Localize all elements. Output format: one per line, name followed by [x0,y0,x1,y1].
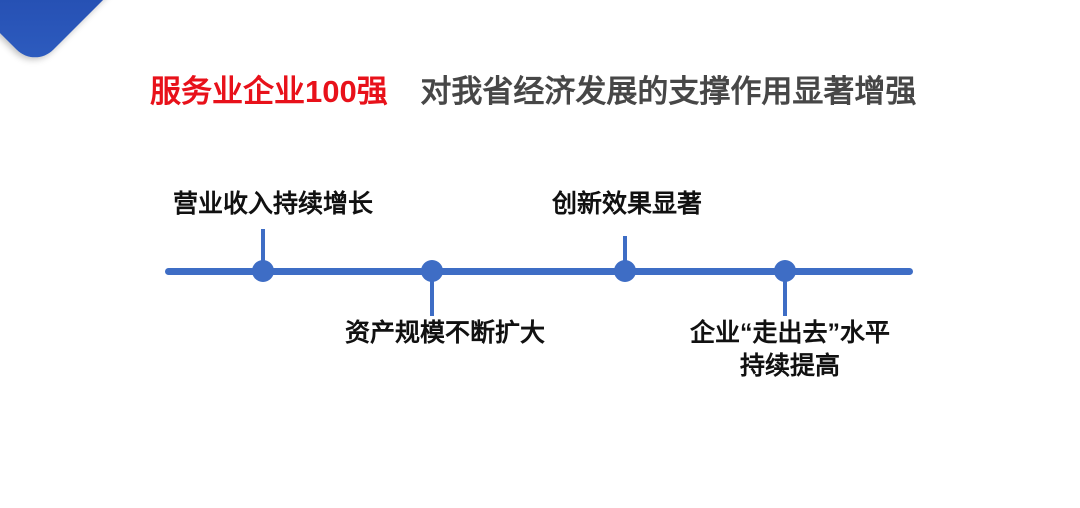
corner-decoration-shape [0,0,142,69]
timeline-label-revenue-growth: 营业收入持续增长 [172,190,374,218]
timeline-dot-4 [774,260,796,282]
title-highlight: 服务业企业100强 [150,74,388,109]
timeline-connector-3 [623,236,627,272]
timeline-dot-1 [252,260,274,282]
timeline-axis [165,268,913,275]
timeline-connector-1 [261,229,265,271]
timeline-connector-2 [430,272,434,316]
timeline-label-going-global: 企业“走出去”水平 持续提高 [689,319,891,380]
timeline-connector-4 [783,272,787,316]
timeline-dot-2 [421,260,443,282]
title-text: 对我省经济发展的支撑作用显著增强 [420,74,917,109]
slide-title: 服务业企业100强 对我省经济发展的支撑作用显著增强 [150,74,916,110]
timeline-label-asset-scale: 资产规模不断扩大 [344,319,546,347]
timeline-label-innovation: 创新效果显著 [551,190,703,218]
timeline-dot-3 [614,260,636,282]
